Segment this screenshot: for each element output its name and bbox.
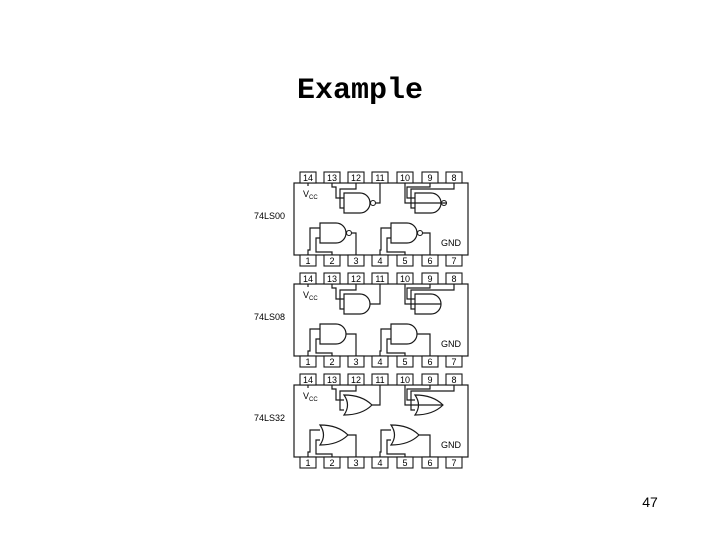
pin-label: 12 xyxy=(351,274,361,284)
pin-label: 2 xyxy=(329,256,334,266)
nand-gate-symbol xyxy=(390,222,424,244)
pin-label: 9 xyxy=(427,375,432,385)
pin-label: 11 xyxy=(375,173,384,183)
pin-label: 12 xyxy=(351,173,361,183)
pin-label: 10 xyxy=(400,173,410,183)
pin-label: 4 xyxy=(377,458,382,468)
pin-label: 13 xyxy=(327,274,337,284)
pin-label: 10 xyxy=(400,375,410,385)
pin-label: 12 xyxy=(351,375,361,385)
chip-part-label: 74LS08 xyxy=(254,312,285,322)
pin-label: 5 xyxy=(402,256,407,266)
pin-label: 14 xyxy=(303,375,313,385)
pin-label: 3 xyxy=(353,458,358,468)
pin-label: 6 xyxy=(427,357,432,367)
nand-gate-symbol xyxy=(319,222,353,244)
gnd-label: GND xyxy=(441,339,462,349)
pin-label: 11 xyxy=(375,274,384,284)
or-gate-symbol xyxy=(389,424,420,446)
pin-label: 4 xyxy=(377,357,382,367)
pin-box xyxy=(445,254,463,267)
pin-box xyxy=(445,456,463,469)
pin-label: 6 xyxy=(427,256,432,266)
and-gate-symbol xyxy=(390,323,418,345)
pin-label: 14 xyxy=(303,274,313,284)
pin-label: 9 xyxy=(427,173,432,183)
pin-label: 7 xyxy=(451,458,456,468)
and-gate-symbol xyxy=(319,323,347,345)
pin-label: 8 xyxy=(451,173,456,183)
pin-label: 3 xyxy=(353,357,358,367)
chip-part-label: 74LS32 xyxy=(254,413,285,423)
pin-label: 6 xyxy=(427,458,432,468)
pin-label: 9 xyxy=(427,274,432,284)
gnd-label: GND xyxy=(441,238,462,248)
pin-label: 7 xyxy=(451,357,456,367)
or-gate-symbol xyxy=(342,394,373,416)
pin-label: 13 xyxy=(327,173,337,183)
pin-label: 5 xyxy=(402,458,407,468)
pin-label: 1 xyxy=(305,357,310,367)
pin-label: 14 xyxy=(303,173,313,183)
page-number: 47 xyxy=(642,494,658,510)
pin-label: 7 xyxy=(451,256,456,266)
pin-label: 8 xyxy=(451,375,456,385)
pin-label: 2 xyxy=(329,458,334,468)
pin-label: 8 xyxy=(451,274,456,284)
pin-label: 1 xyxy=(305,256,310,266)
slide-title: Example xyxy=(296,74,424,108)
chip-part-label: 74LS00 xyxy=(254,211,285,221)
pin-label: 10 xyxy=(400,274,410,284)
or-gate-symbol xyxy=(318,424,349,446)
pin-label: 2 xyxy=(329,357,334,367)
pin-label: 3 xyxy=(353,256,358,266)
pin-label: 4 xyxy=(377,256,382,266)
and-gate-symbol xyxy=(343,293,371,315)
nand-gate-symbol xyxy=(343,192,377,214)
pin-label: 5 xyxy=(402,357,407,367)
pin-label: 11 xyxy=(375,375,384,385)
pin-label: 13 xyxy=(327,375,337,385)
pin-label: 1 xyxy=(305,458,310,468)
gnd-label: GND xyxy=(441,440,462,450)
pin-box xyxy=(445,355,463,368)
